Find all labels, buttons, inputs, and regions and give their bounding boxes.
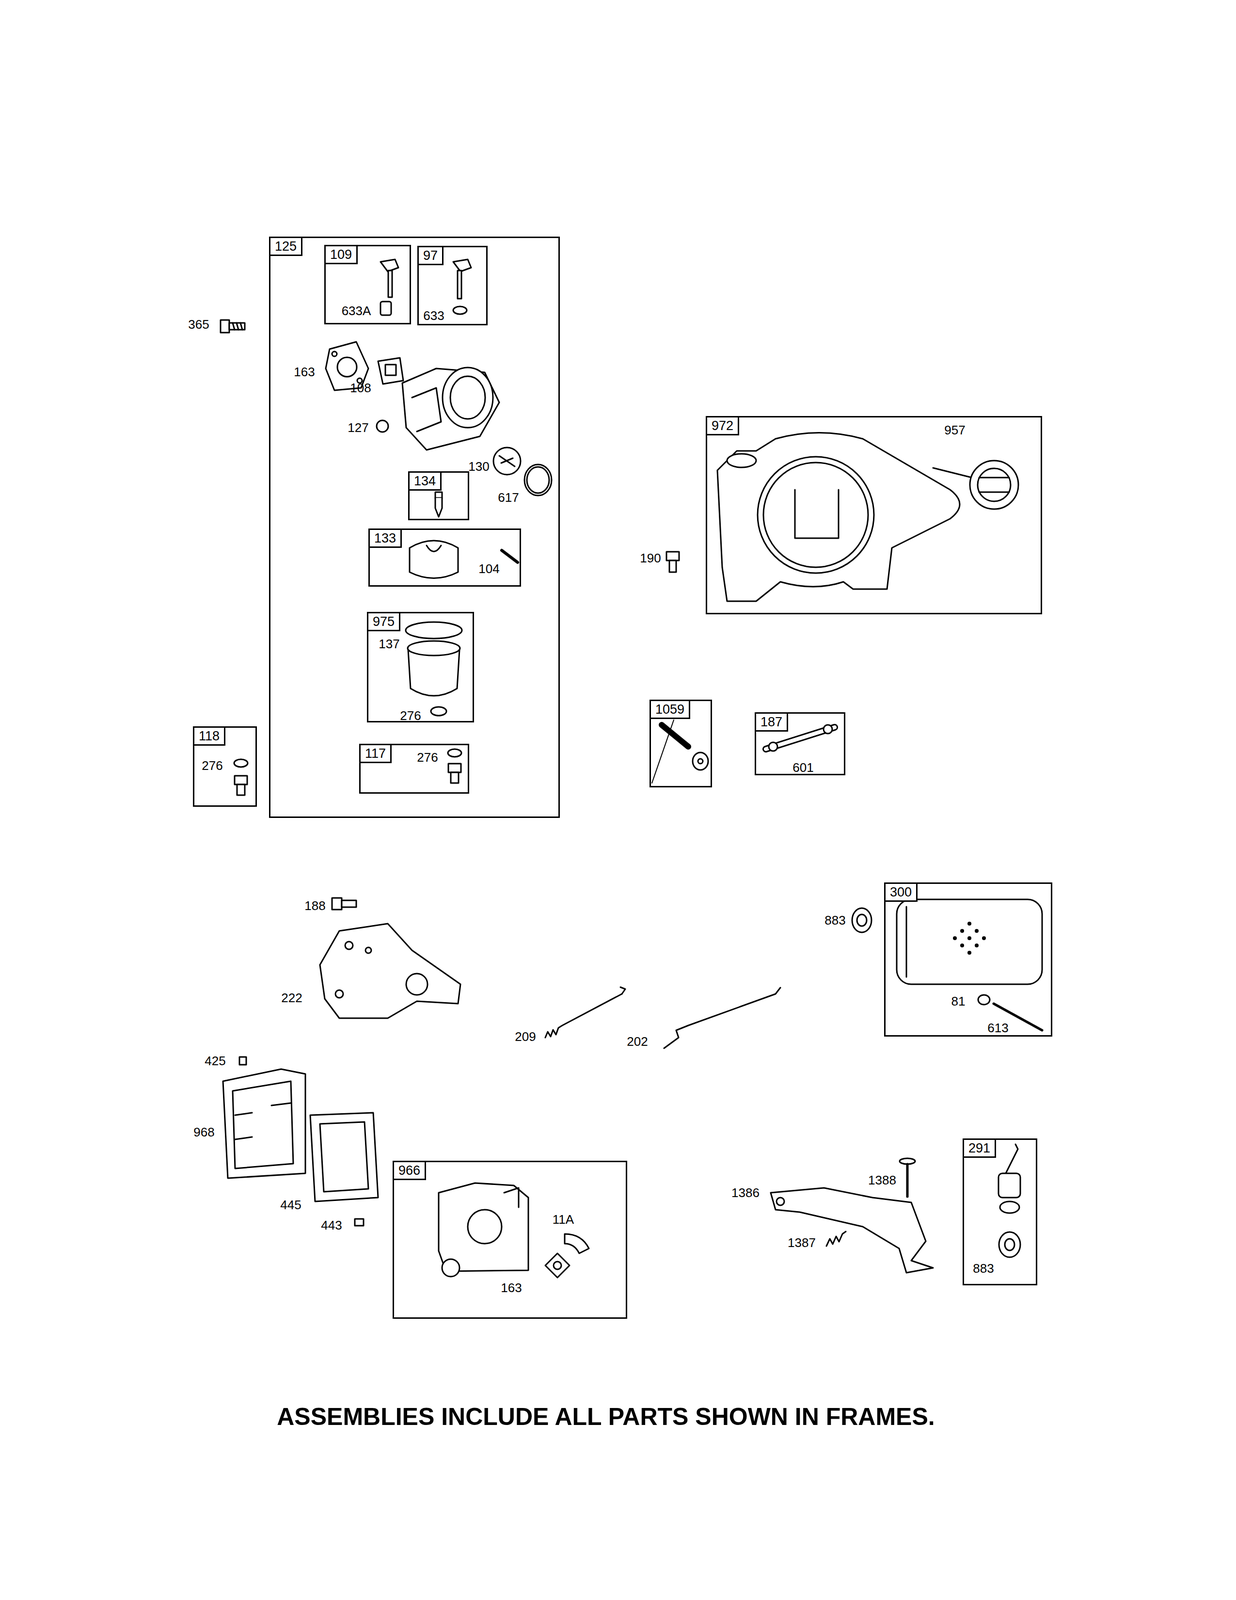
assembly-frame: 118 276 [192,726,257,807]
callout-number: 633 [423,309,444,322]
caption: ASSEMBLIES INCLUDE ALL PARTS SHOWN IN FR… [276,1402,935,1430]
assembly-number: 133 [369,529,402,548]
callout-number: 445 [280,1198,302,1211]
mixture-screw-drawing [453,259,472,315]
gasket-drawing [852,907,872,933]
assembly-frame: 117 276 [359,743,470,794]
callout-number: 883 [972,1261,994,1275]
assembly-number: 300 [885,883,918,902]
oil-fill-cap-drawing [998,1143,1021,1257]
screw-drawing [447,748,462,783]
carburetor-drawing [376,367,500,450]
breather-bracket-drawing [770,1187,934,1273]
callout-number: 222 [281,991,302,1004]
assembly-number: 966 [394,1161,427,1180]
bolt-drawing [651,719,709,783]
air-filter-base-drawing [222,1068,306,1178]
float-bowl-drawing [405,621,462,716]
callout-number: 104 [478,562,500,575]
governor-spring-drawing [545,986,626,1038]
assembly-frame: 134 [408,471,470,521]
idle-screw-drawing [380,259,399,316]
assembly-number: 97 [418,247,444,266]
assembly-number: 109 [325,246,358,265]
callout-number: 883 [824,913,846,927]
callout-number: 1386 [731,1186,760,1199]
callout-number: 188 [304,899,326,912]
assembly-frame: 975 137 276 [366,611,475,723]
link-rod-drawing [664,987,781,1048]
callout-number: 443 [320,1218,342,1232]
callout-number: 425 [204,1054,226,1067]
valve-drawing [899,1157,916,1197]
screw-drawing [354,1218,364,1226]
callout-number: 613 [987,1021,1009,1034]
fuel-tank-drawing [717,432,1019,602]
assembly-number: 187 [756,713,789,732]
float-drawing [409,540,518,579]
bracket-drawing [319,923,461,1018]
muffler-drawing [896,899,1043,1030]
bolt-drawing [332,897,357,910]
callout-number: 365 [188,317,209,331]
assembly-number: 975 [368,613,401,632]
callout-number: 633A [341,304,372,317]
bolt-drawing [220,319,245,333]
assembly-number: 1059 [650,700,691,719]
screw-drawing [234,759,248,795]
o-ring-drawing [524,464,552,496]
assembly-frame: 300 81 613 [884,882,1053,1037]
assembly-number: 118 [194,727,226,746]
callout-number: 81 [951,994,966,1008]
assembly-frame: 97 633 [417,245,488,326]
callout-number: 11A [552,1212,574,1226]
callout-number: 276 [399,709,421,722]
callout-number: 202 [626,1034,648,1048]
assembly-frame: 109 633A 97 633 134 133 104 975 137 276 117 276 125 1… [269,236,560,818]
assembly-number: 134 [409,472,442,491]
callout-number: 1388 [868,1173,897,1187]
spring-drawing [826,1231,846,1246]
assembly-number: 125 [270,237,303,256]
assembly-frame: 291 883 [962,1138,1038,1285]
callout-number: 137 [378,637,400,650]
callout-number: 968 [193,1125,215,1139]
callout-number: 276 [416,750,438,764]
assembly-frame: 966 11A 163 [392,1160,628,1319]
gasket-drawing [378,357,404,384]
callout-number: 130 [468,459,490,473]
callout-number: 209 [514,1030,536,1043]
assembly-number: 291 [964,1139,997,1158]
assembly-number: 117 [360,744,392,763]
callout-number: 1387 [787,1236,816,1249]
needle-drawing [435,491,443,517]
callout-number: 617 [497,491,519,504]
callout-number: 163 [293,365,315,379]
callout-number: 127 [347,421,369,434]
callout-number: 276 [201,759,223,772]
assembly-frame: 972 957 [705,415,1043,615]
assembly-frame: 109 633A [324,244,412,325]
air-filter-drawing [310,1112,379,1202]
carburetor-base-drawing [438,1182,589,1278]
assembly-frame: 133 104 [368,528,522,587]
assembly-number: 972 [707,417,740,436]
callout-number: 957 [944,423,966,437]
screw-drawing [239,1056,247,1065]
callout-number: 163 [500,1281,522,1294]
assembly-frame: 187 601 [754,712,846,776]
callout-number: 108 [349,381,371,395]
callout-number: 190 [639,551,661,565]
callout-number: 601 [792,760,814,774]
bolt-drawing [666,551,680,572]
plate-drawing [493,447,521,475]
assembly-frame: 1059 [649,699,713,788]
